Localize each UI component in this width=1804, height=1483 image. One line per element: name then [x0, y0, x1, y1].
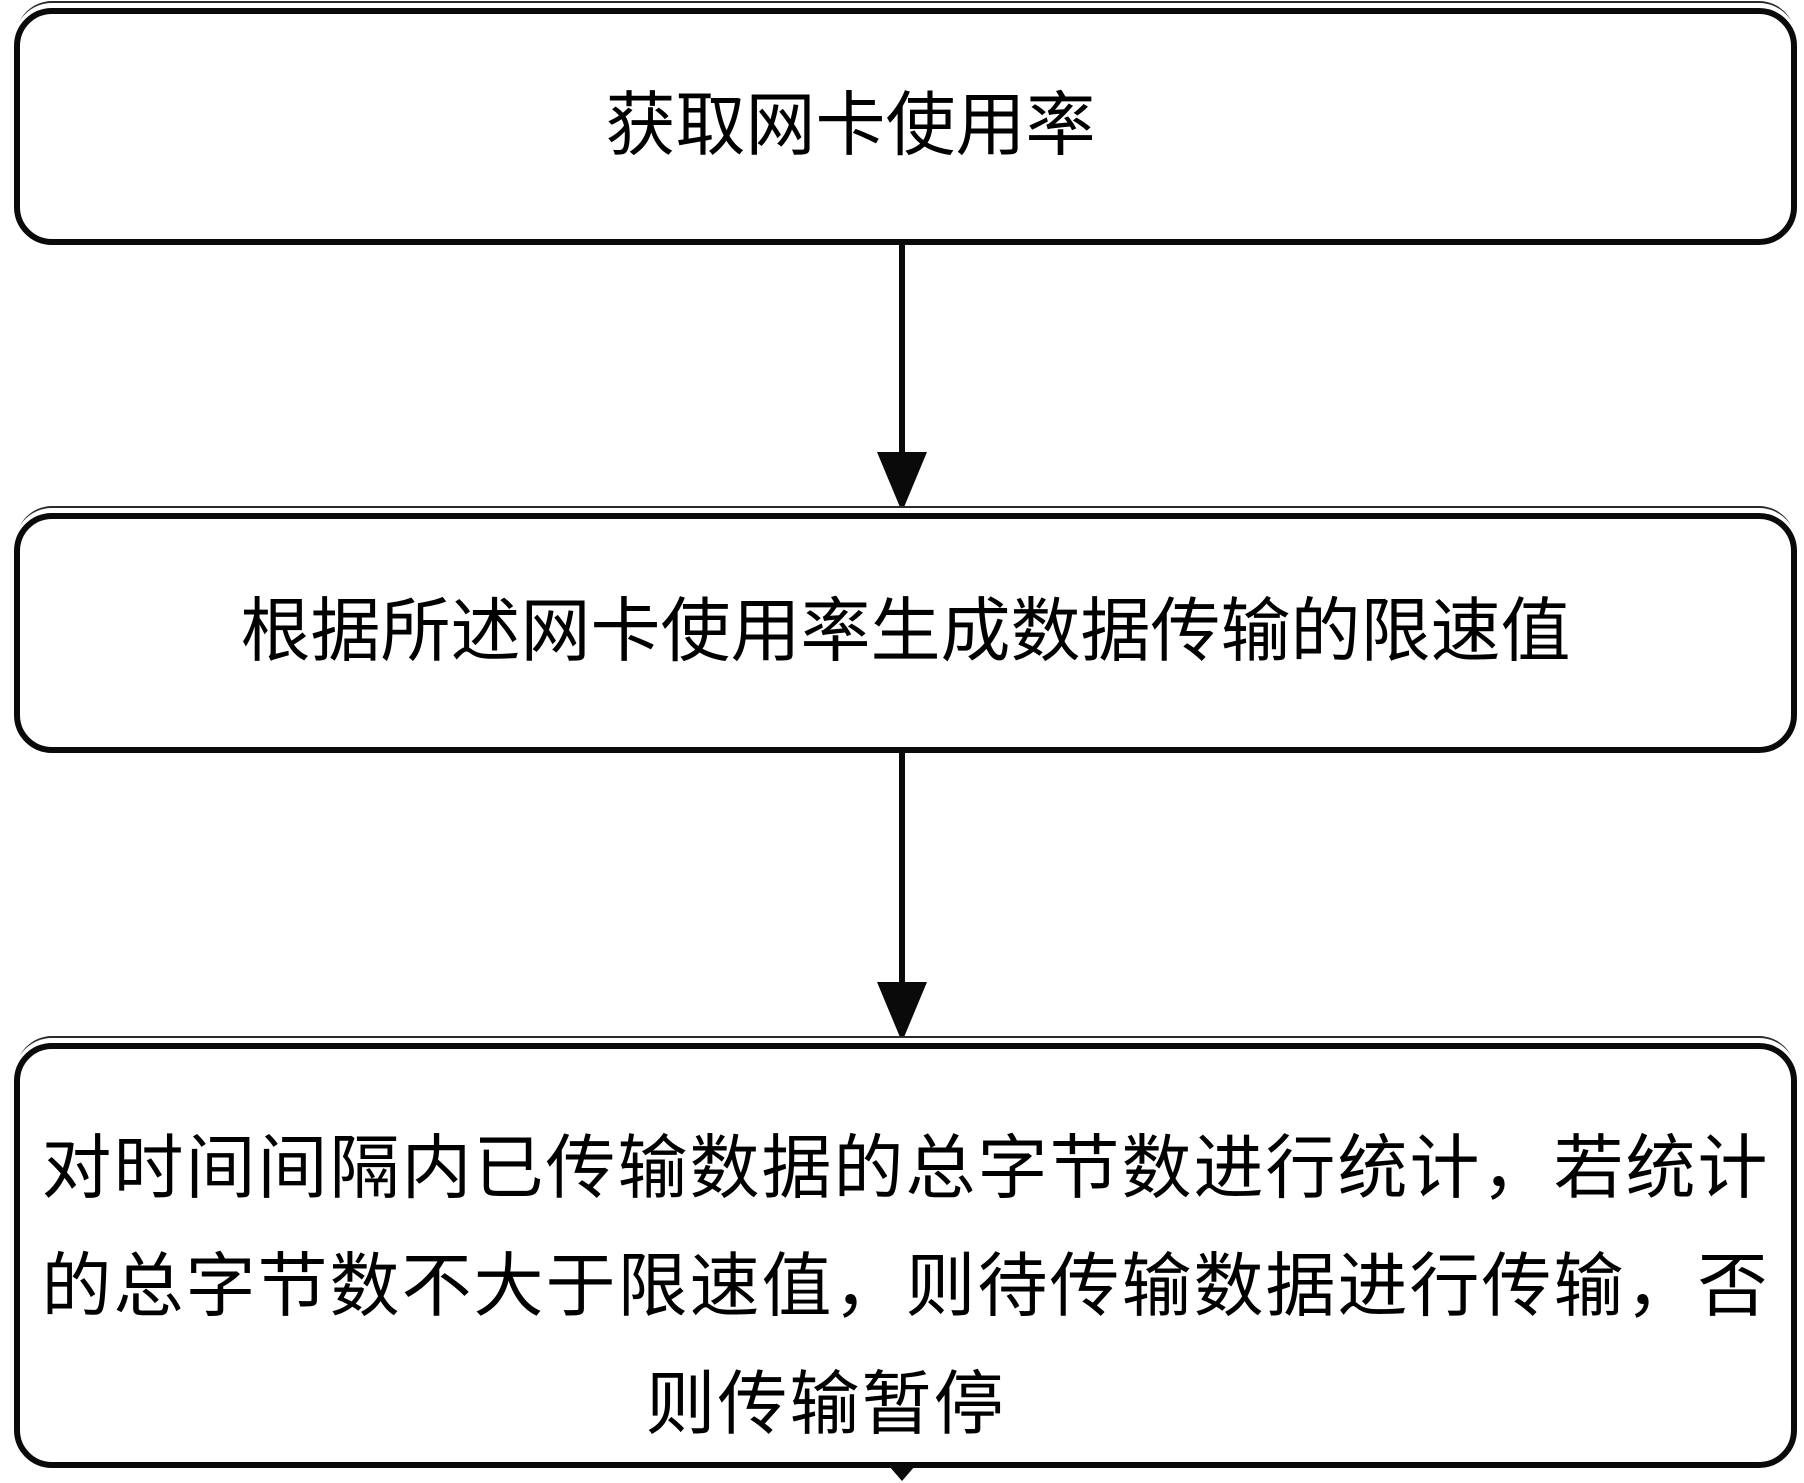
process-step-box-3: 对时间间隔内已传输数据的总字节数进行统计，若统计 的总字节数不大于限速值，则待传…	[14, 1043, 1797, 1468]
arrowhead-stub-icon	[889, 1466, 915, 1481]
process-step-box-1: 获取网卡使用率	[14, 8, 1797, 245]
step-3-label-line-2: 的总字节数不大于限速值，则待传输数据进行传输，否	[41, 1249, 1770, 1326]
step-3-label-line-3: 则传输暂停	[645, 1367, 1006, 1444]
step-3-label: 对时间间隔内已传输数据的总字节数进行统计，若统计 的总字节数不大于限速值，则待传…	[20, 1049, 1791, 1465]
arrow-stem-1	[899, 245, 905, 455]
step-1-label: 获取网卡使用率	[605, 87, 1096, 165]
arrowhead-down-icon-1	[877, 452, 927, 512]
process-step-box-2: 根据所述网卡使用率生成数据传输的限速值	[14, 513, 1797, 753]
step-3-label-line-1: 对时间间隔内已传输数据的总字节数进行统计，若统计	[41, 1131, 1770, 1208]
step-2-label: 根据所述网卡使用率生成数据传输的限速值	[240, 594, 1571, 671]
arrow-stem-2	[899, 753, 905, 985]
arrowhead-down-icon-2	[877, 982, 927, 1042]
